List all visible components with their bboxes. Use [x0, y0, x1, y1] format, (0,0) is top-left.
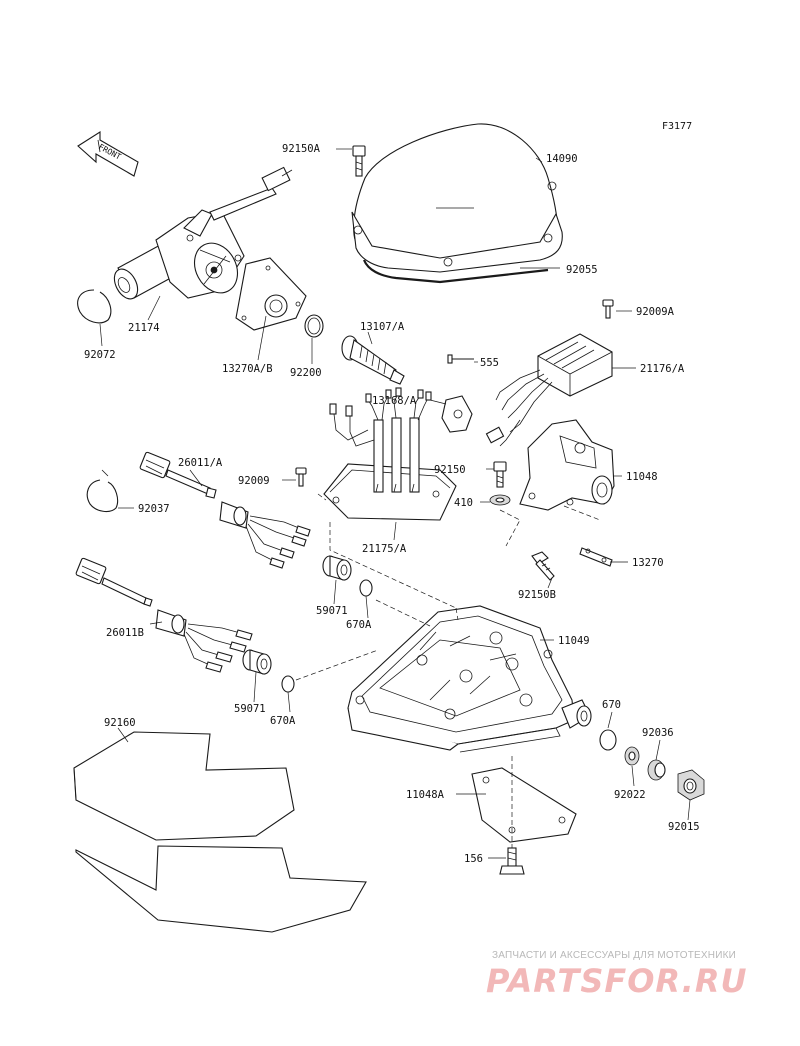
label-13270AB: 13270A/B — [222, 363, 273, 375]
part-92037-clip-tab — [101, 469, 109, 477]
label-92072: 92072 — [84, 349, 116, 361]
label-92009A: 92009A — [636, 306, 675, 318]
leader-lines — [99, 148, 691, 859]
label-92150B: 92150B — [518, 589, 556, 601]
part-92200-o-ring — [304, 314, 324, 338]
part-13168A-bracket — [441, 395, 473, 433]
label-11048: 11048 — [626, 471, 658, 483]
part-555-pin-head — [447, 354, 453, 364]
watermark-tagline: ЗАПЧАСТИ И АКСЕССУАРЫ ДЛЯ МОТОТЕХНИКИ — [492, 950, 737, 961]
label-59071-lower: 59071 — [234, 703, 266, 715]
label-92150A: 92150A — [282, 143, 321, 155]
label-92015: 92015 — [668, 821, 700, 833]
part-670A-o-ring-lower — [281, 675, 295, 693]
label-59071-upper: 59071 — [316, 605, 348, 617]
label-21175A: 21175/A — [362, 543, 407, 555]
label-92036: 92036 — [642, 727, 674, 739]
part-92072-clip — [77, 289, 112, 324]
part-59071-grommet-upper — [322, 555, 352, 581]
part-11048A-bracket — [471, 767, 577, 843]
part-11049-case — [347, 605, 592, 753]
part-670-o-ring — [599, 729, 617, 751]
label-92160: 92160 — [104, 717, 136, 729]
part-92037-clip — [86, 479, 119, 513]
part-92015-nut — [677, 769, 705, 801]
part-92150-bolt — [493, 461, 507, 488]
part-92160-pad — [73, 731, 367, 933]
part-92036-collar — [647, 759, 666, 781]
part-670A-o-ring-upper — [359, 579, 373, 597]
label-21174: 21174 — [128, 322, 160, 334]
label-26011B: 26011B — [106, 627, 144, 639]
part-13107A-shaft — [341, 335, 405, 385]
label-555: 555 — [480, 357, 499, 369]
part-21176A-regulator — [485, 333, 613, 447]
part-92009A-screw — [602, 299, 614, 319]
diagram-ref-code: F3177 — [662, 121, 692, 132]
label-670A-lower: 670A — [270, 715, 296, 727]
label-26011A: 26011/A — [178, 457, 223, 469]
label-13107A: 13107/A — [360, 321, 405, 333]
part-26011B-cable — [75, 557, 253, 673]
part-59071-grommet-lower — [242, 649, 272, 675]
label-92009: 92009 — [238, 475, 270, 487]
label-670: 670 — [602, 699, 621, 711]
label-11048A: 11048A — [406, 789, 445, 801]
part-92009-screw — [295, 467, 307, 487]
part-21174-starter-motor — [113, 166, 293, 300]
part-92150B-bolt — [531, 551, 555, 581]
label-410: 410 — [454, 497, 473, 509]
part-92022-washer-hole — [628, 751, 636, 761]
label-13168A: 13168/A — [372, 395, 417, 407]
front-direction-arrow: FRONT — [77, 130, 139, 177]
part-13270-spacer — [579, 547, 613, 567]
part-labels: 92150A 14090 92055 92009A 21174 92072 13… — [84, 143, 700, 865]
label-156: 156 — [464, 853, 483, 865]
part-92150A-bolt — [352, 145, 366, 177]
label-92200: 92200 — [290, 367, 322, 379]
label-14090: 14090 — [546, 153, 578, 165]
label-11049: 11049 — [558, 635, 590, 647]
label-670A-upper: 670A — [346, 619, 372, 631]
watermark-logo: PARTSFOR.RU — [486, 962, 748, 1000]
label-92022: 92022 — [614, 789, 646, 801]
part-410-washer-hole — [495, 497, 505, 503]
part-13270AB-gasket — [235, 257, 307, 331]
label-21176A: 21176/A — [640, 363, 685, 375]
part-21175A-control-unit — [323, 387, 457, 521]
part-92200-o-ring-inner — [307, 317, 321, 335]
part-11048-bracket — [519, 419, 615, 511]
label-92037: 92037 — [138, 503, 170, 515]
label-13270: 13270 — [632, 557, 664, 569]
label-92150: 92150 — [434, 464, 466, 476]
part-156-bolt — [499, 847, 525, 875]
part-92055-seal — [362, 259, 549, 284]
part-26011A-cable — [139, 451, 311, 569]
part-14090-cover — [351, 123, 563, 273]
label-92055: 92055 — [566, 264, 598, 276]
